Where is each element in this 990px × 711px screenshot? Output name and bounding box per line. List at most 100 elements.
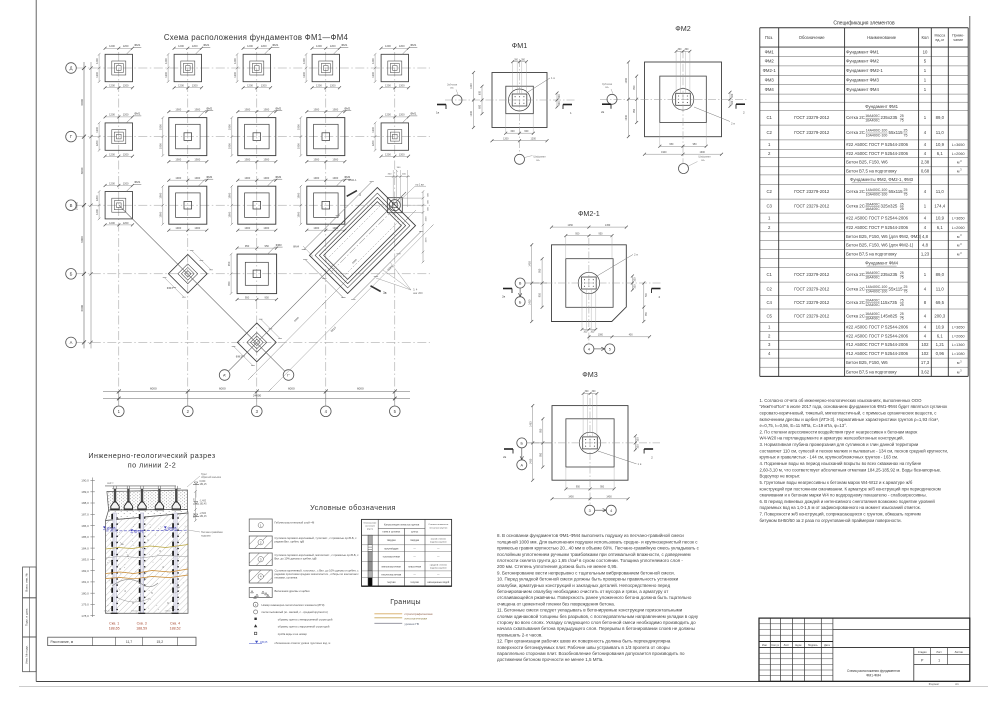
svg-text:Формат: Формат	[929, 682, 940, 686]
svg-text:950: 950	[539, 452, 542, 457]
svg-text:конструкций при постоянном сма: конструкций при постоянном смачивании. К…	[760, 486, 941, 491]
svg-text:55х115: 55х115	[889, 130, 904, 135]
svg-text:плотности скелета грунта до 1,: плотности скелета грунта до 1,65 г/см³ в…	[497, 558, 683, 563]
svg-text:L=3650: L=3650	[952, 217, 965, 221]
svg-text:опл: опл	[110, 483, 114, 485]
svg-text:L=1360: L=1360	[952, 343, 965, 347]
svg-text:Кол.уч: Кол.уч	[772, 644, 780, 647]
svg-text:1200: 1200	[371, 71, 375, 77]
svg-text:#22 А500С ГОСТ Р 52544-2006: #22 А500С ГОСТ Р 52544-2006	[846, 216, 909, 221]
svg-text:#22 А500С ГОСТ Р 52544-2006: #22 А500С ГОСТ Р 52544-2006	[846, 325, 909, 330]
svg-text:178,10: 178,10	[104, 611, 111, 613]
svg-text:#22 А500С ГОСТ Р 52544-2006: #22 А500С ГОСТ Р 52544-2006	[846, 333, 909, 338]
svg-text:16А400С: 16А400С	[865, 271, 880, 275]
svg-text:Инв. № подл.: Инв. № подл.	[25, 645, 29, 664]
svg-text:редким Вкл. щебня, tgВ: редким Вкл. щебня, tgВ	[275, 540, 305, 544]
svg-text:235х235: 235х235	[881, 272, 898, 277]
svg-text:битумом БН50/50 за 2 раза по о: битумом БН50/50 за 2 раза по огрунтованн…	[760, 518, 902, 523]
svg-text:Сетка 2С: Сетка 2С	[846, 115, 865, 120]
svg-text:12А400С: 12А400С	[865, 303, 880, 307]
svg-text:Схема расположения фундаментов: Схема расположения фундаментов ФМ1—ФМ4	[164, 33, 349, 42]
svg-text:текучепластичная: текучепластичная	[381, 574, 402, 577]
svg-text:м: м	[957, 370, 960, 374]
svg-text:0,96: 0,96	[936, 351, 945, 356]
svg-text:Фундамент ФМ3: Фундамент ФМ3	[846, 78, 879, 83]
svg-text:4: 4	[924, 286, 927, 291]
svg-text:180,0: 180,0	[81, 591, 89, 595]
svg-text:Зубчатая: Зубчатая	[447, 83, 458, 86]
svg-text:1: 1	[255, 603, 257, 607]
svg-text:75: 75	[900, 317, 904, 321]
svg-text:69,5: 69,5	[936, 300, 945, 305]
svg-text:3: 3	[960, 168, 962, 172]
svg-text:950: 950	[539, 428, 542, 433]
svg-text:Бетон В25, F150, W6: Бетон В25, F150, W6	[846, 160, 888, 165]
svg-text:ед.,кг: ед.,кг	[935, 38, 945, 42]
svg-text:12. При организации рабочих шв: 12. При организации рабочих швов их пове…	[497, 639, 671, 644]
svg-text:текучая: текучая	[387, 581, 396, 584]
svg-text:ФМ4: ФМ4	[293, 245, 299, 249]
svg-text:187,0: 187,0	[81, 513, 89, 517]
svg-text:1900: 1900	[228, 211, 232, 217]
svg-text:300: 300	[592, 391, 597, 393]
svg-text:1в: 1в	[436, 111, 440, 115]
svg-text:1200: 1200	[330, 44, 336, 48]
svg-text:188,59: 188,59	[136, 627, 147, 631]
svg-text:1900: 1900	[228, 143, 232, 149]
svg-text:16А400С: 16А400С	[865, 312, 880, 316]
svg-text:В: В	[70, 203, 73, 208]
svg-text:ФМ2: ФМ2	[765, 59, 775, 64]
svg-text:1 в: 1 в	[638, 462, 642, 466]
svg-text:1200: 1200	[109, 84, 115, 88]
svg-text:С4: С4	[766, 300, 772, 305]
svg-text:Шифровая: Шифровая	[534, 156, 547, 159]
svg-text:Условные обозначения: Условные обозначения	[310, 503, 396, 512]
svg-text:4: 4	[924, 142, 927, 147]
svg-text:1900: 1900	[194, 107, 200, 111]
svg-text:крупных и гравелистых - 144 см: крупных и гравелистых - 144 см, крупнооб…	[760, 455, 899, 460]
svg-text:1900: 1900	[297, 192, 301, 198]
svg-text:Приме-: Приме-	[952, 34, 965, 38]
svg-text:1: 1	[924, 78, 927, 83]
svg-text:составляет 110 см, супесей и п: составляет 110 см, супесей и песков мелк…	[760, 448, 949, 453]
svg-text:1200: 1200	[385, 113, 391, 117]
svg-text:Дата: Дата	[824, 644, 830, 647]
svg-text:Взам. инв. №: Взам. инв. №	[25, 572, 29, 591]
svg-text:Подп. и дата: Подп. и дата	[25, 608, 29, 626]
svg-text:—: —	[437, 547, 440, 550]
svg-text:300: 300	[388, 173, 392, 175]
svg-text:174,4: 174,4	[934, 204, 945, 209]
svg-text:1900: 1900	[228, 192, 232, 198]
svg-text:300: 300	[685, 49, 690, 51]
svg-text:1200: 1200	[399, 44, 405, 48]
svg-text:м: м	[957, 161, 960, 165]
svg-text:1200: 1200	[385, 84, 391, 88]
svg-text:300: 300	[521, 59, 526, 61]
svg-text:1200: 1200	[371, 58, 375, 64]
svg-text:600: 600	[511, 130, 516, 133]
svg-text:ФМ1: ФМ1	[236, 354, 242, 358]
svg-text:поверхности бетонируемых плит.: поверхности бетонируемых плит. Рабочие ш…	[497, 645, 670, 650]
svg-text:950: 950	[693, 143, 698, 146]
svg-text:1900: 1900	[332, 158, 338, 162]
svg-text:1900: 1900	[159, 211, 163, 217]
svg-text:2: 2	[768, 333, 771, 338]
svg-text:Б: Б	[521, 442, 524, 446]
svg-text:188,0: 188,0	[81, 501, 89, 505]
svg-text:1900: 1900	[297, 124, 301, 130]
svg-text:4: 4	[610, 509, 612, 513]
svg-text:песчаных грунтов: песчаных грунтов	[429, 527, 448, 529]
svg-text:1: 1	[924, 204, 927, 209]
svg-text:Обозначение: Обозначение	[363, 523, 377, 525]
svg-text:1,23: 1,23	[921, 252, 930, 257]
svg-text:опл: опл	[107, 482, 112, 485]
svg-text:1200: 1200	[233, 58, 237, 64]
svg-text:L=3650: L=3650	[952, 326, 965, 330]
svg-text:3: 3	[768, 342, 771, 347]
svg-text:16А400С: 16А400С	[865, 207, 880, 211]
svg-text:Фундамент ФМ2: Фундамент ФМ2	[846, 59, 879, 64]
svg-text:1200: 1200	[330, 84, 336, 88]
svg-text:1200: 1200	[385, 44, 391, 48]
svg-text:115х735: 115х735	[881, 300, 898, 305]
svg-text:300: 300	[634, 284, 637, 289]
